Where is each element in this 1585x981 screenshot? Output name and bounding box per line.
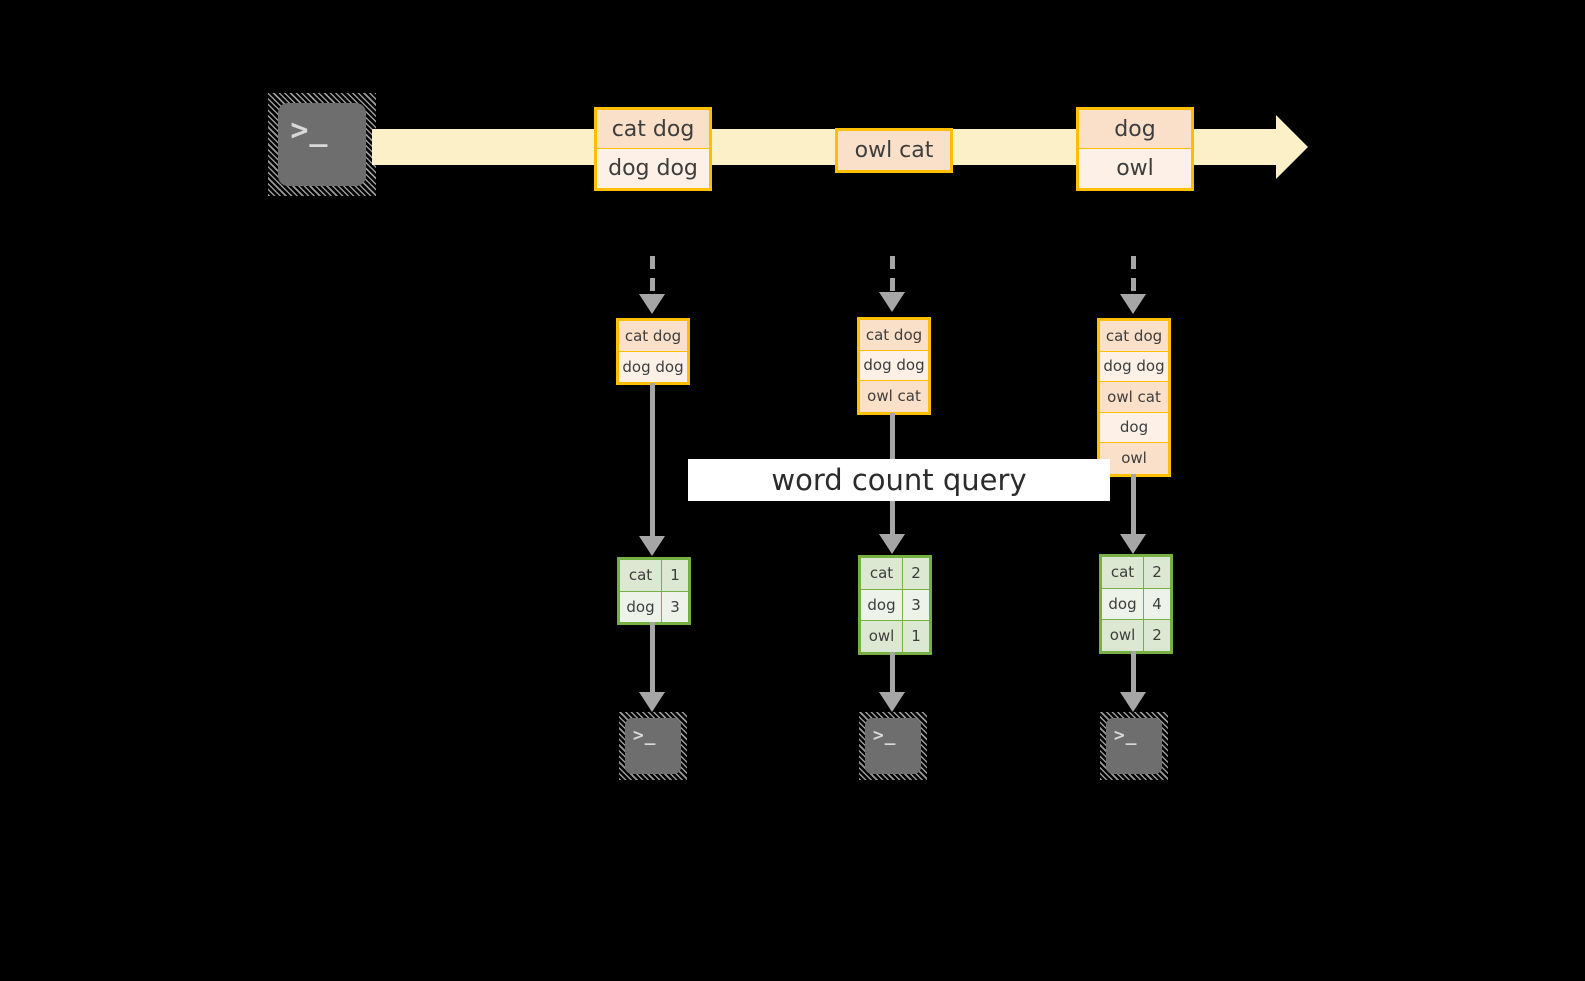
result-table-3-row-1: cat 2: [1102, 557, 1170, 589]
result-word: cat: [620, 560, 662, 591]
result-word: dog: [861, 589, 903, 620]
snapshot-3-line-4: dog: [1100, 412, 1168, 443]
terminal-prompt-icon: >_: [872, 724, 897, 746]
result-table-2-row-3: owl 1: [861, 621, 929, 652]
result-table-2: cat 2 dog 3 owl 1: [858, 555, 932, 655]
dashed-connector-1: [650, 256, 655, 296]
query-connector-2-arrowhead: [879, 534, 905, 554]
timeline-arrowhead: [1276, 115, 1308, 179]
snapshot-2-line-1: cat dog: [860, 320, 928, 351]
snapshot-3: cat dog dog dog owl cat dog owl: [1097, 318, 1171, 477]
sink-connector-3-arrowhead: [1120, 692, 1146, 712]
result-table-3-row-3: owl 2: [1102, 620, 1170, 651]
result-count: 2: [1144, 620, 1170, 651]
query-connector-1-arrowhead: [639, 536, 665, 556]
timeline-event-1: cat dog dog dog: [594, 107, 712, 191]
sink-connector-2-arrowhead: [879, 692, 905, 712]
sink-terminal-3: >_: [1100, 712, 1168, 780]
result-count: 2: [903, 558, 929, 589]
terminal-screen: >_: [865, 718, 921, 774]
result-count: 4: [1144, 588, 1170, 619]
snapshot-3-line-3: owl cat: [1100, 382, 1168, 413]
dashed-connector-2: [890, 256, 895, 294]
source-terminal: >_: [268, 93, 376, 196]
sink-terminal-1: >_: [619, 712, 687, 780]
snapshot-2-line-3: owl cat: [860, 381, 928, 412]
result-table-1-row-2: dog 3: [620, 591, 688, 622]
result-table-2-row-2: dog 3: [861, 589, 929, 621]
query-banner: word count query: [688, 459, 1110, 501]
result-word: dog: [620, 591, 662, 622]
result-word: owl: [861, 621, 903, 652]
snapshot-3-line-5: owl: [1100, 443, 1168, 474]
snapshot-3-line-1: cat dog: [1100, 321, 1168, 352]
terminal-screen: >_: [1106, 718, 1162, 774]
result-word: cat: [1102, 557, 1144, 588]
dashed-connector-2-arrowhead: [879, 292, 905, 312]
snapshot-2-line-2: dog dog: [860, 350, 928, 381]
dashed-connector-3: [1131, 256, 1136, 296]
terminal-prompt-icon: >_: [1113, 724, 1138, 746]
dashed-connector-3-arrowhead: [1120, 294, 1146, 314]
terminal-prompt-icon: >_: [290, 113, 329, 149]
result-count: 3: [662, 591, 688, 622]
query-connector-1: [650, 383, 655, 538]
query-connector-3: [1131, 474, 1136, 536]
result-count: 2: [1144, 557, 1170, 588]
sink-connector-3: [1131, 651, 1136, 694]
terminal-prompt-icon: >_: [632, 724, 657, 746]
snapshot-1-line-2: dog dog: [619, 351, 687, 382]
result-table-1: cat 1 dog 3: [617, 557, 691, 625]
result-word: owl: [1102, 620, 1144, 651]
snapshot-2: cat dog dog dog owl cat: [857, 317, 931, 415]
result-word: dog: [1102, 588, 1144, 619]
result-table-3-row-2: dog 4: [1102, 588, 1170, 620]
timeline-event-3-line-1: dog: [1079, 110, 1191, 149]
result-count: 3: [903, 589, 929, 620]
sink-terminal-2: >_: [859, 712, 927, 780]
query-banner-label: word count query: [771, 463, 1027, 497]
timeline-event-3-line-2: owl: [1079, 149, 1191, 188]
sink-connector-1-arrowhead: [639, 692, 665, 712]
timeline-event-2: owl cat: [835, 128, 953, 173]
result-table-3: cat 2 dog 4 owl 2: [1099, 554, 1173, 654]
query-connector-3-arrowhead: [1120, 534, 1146, 554]
sink-connector-1: [650, 622, 655, 694]
timeline-event-3: dog owl: [1076, 107, 1194, 191]
sink-connector-2: [890, 652, 895, 694]
timeline-event-2-line-1: owl cat: [838, 131, 950, 170]
snapshot-1: cat dog dog dog: [616, 318, 690, 385]
snapshot-3-line-2: dog dog: [1100, 351, 1168, 382]
snapshot-1-line-1: cat dog: [619, 321, 687, 352]
result-table-1-row-1: cat 1: [620, 560, 688, 592]
result-table-2-row-1: cat 2: [861, 558, 929, 590]
result-word: cat: [861, 558, 903, 589]
timeline-event-1-line-1: cat dog: [597, 110, 709, 149]
result-count: 1: [662, 560, 688, 591]
timeline-event-1-line-2: dog dog: [597, 149, 709, 188]
terminal-screen: >_: [625, 718, 681, 774]
result-count: 1: [903, 621, 929, 652]
terminal-screen: >_: [278, 103, 366, 186]
dashed-connector-1-arrowhead: [639, 294, 665, 314]
